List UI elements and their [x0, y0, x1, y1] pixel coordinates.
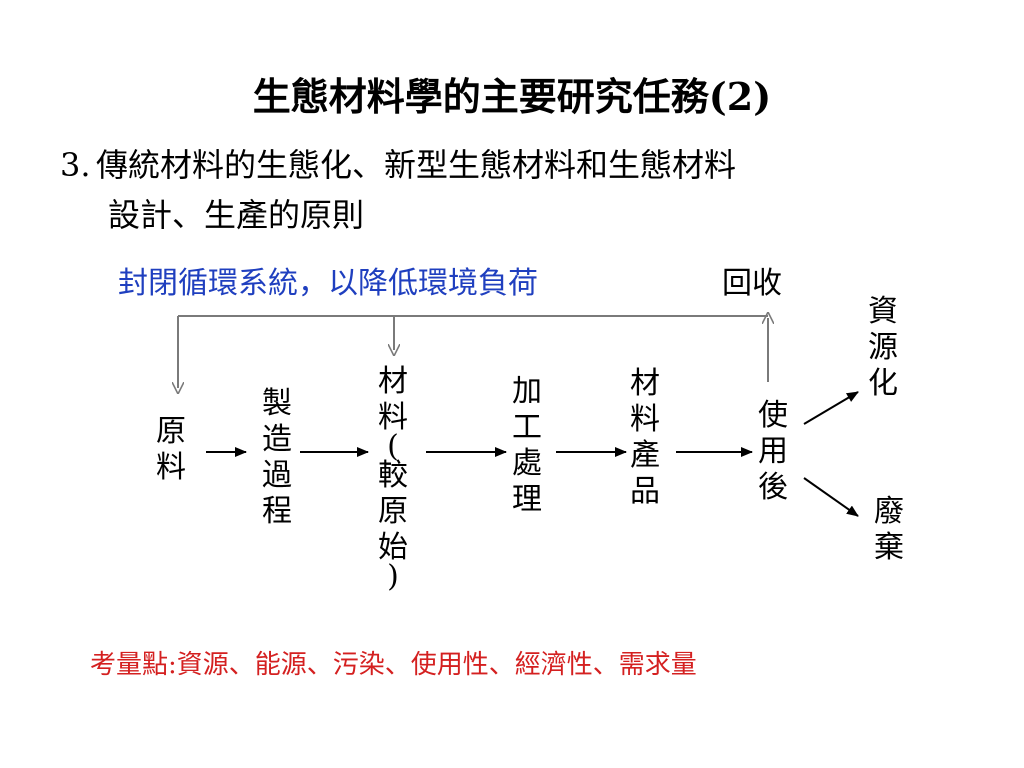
bullet-text-line2: 設計、生產的原則 — [108, 196, 365, 234]
node-material-product: 材 料 產 品 — [630, 366, 660, 509]
feedback-loop-line — [178, 316, 768, 388]
node-raw-material: 原 料 — [156, 414, 186, 485]
node-processing: 加 工 處 理 — [512, 374, 542, 517]
node-manufacture: 製 造 過 程 — [262, 386, 292, 529]
node-waste: 廢 棄 — [874, 494, 904, 565]
node-material: 材 料 ( 較 原 始 ) — [378, 364, 408, 594]
bullet-number: 3. — [60, 146, 91, 184]
node-after-use: 使 用 後 — [758, 398, 788, 505]
recycle-label: 回收 — [722, 266, 782, 301]
loop-label: 封閉循環系統，以降低環境負荷 — [118, 266, 538, 301]
slide-title: 生態材料學的主要研究任務(2) — [252, 74, 772, 119]
arrow-use-to-resource — [803, 391, 859, 425]
bullet-text-line1: 傳統材料的生態化、新型生態材料和生態材料 — [96, 146, 737, 184]
node-resource-recovery: 資 源 化 — [868, 294, 898, 401]
bullet-line-1: 3.傳統材料的生態化、新型生態材料和生態材料 — [60, 140, 736, 190]
arrow-use-to-waste — [803, 477, 859, 517]
bullet-point-3: 3.傳統材料的生態化、新型生態材料和生態材料 設計、生產的原則 — [60, 140, 736, 240]
considerations-text: 考量點:資源、能源、污染、使用性、經濟性、需求量 — [90, 650, 697, 680]
